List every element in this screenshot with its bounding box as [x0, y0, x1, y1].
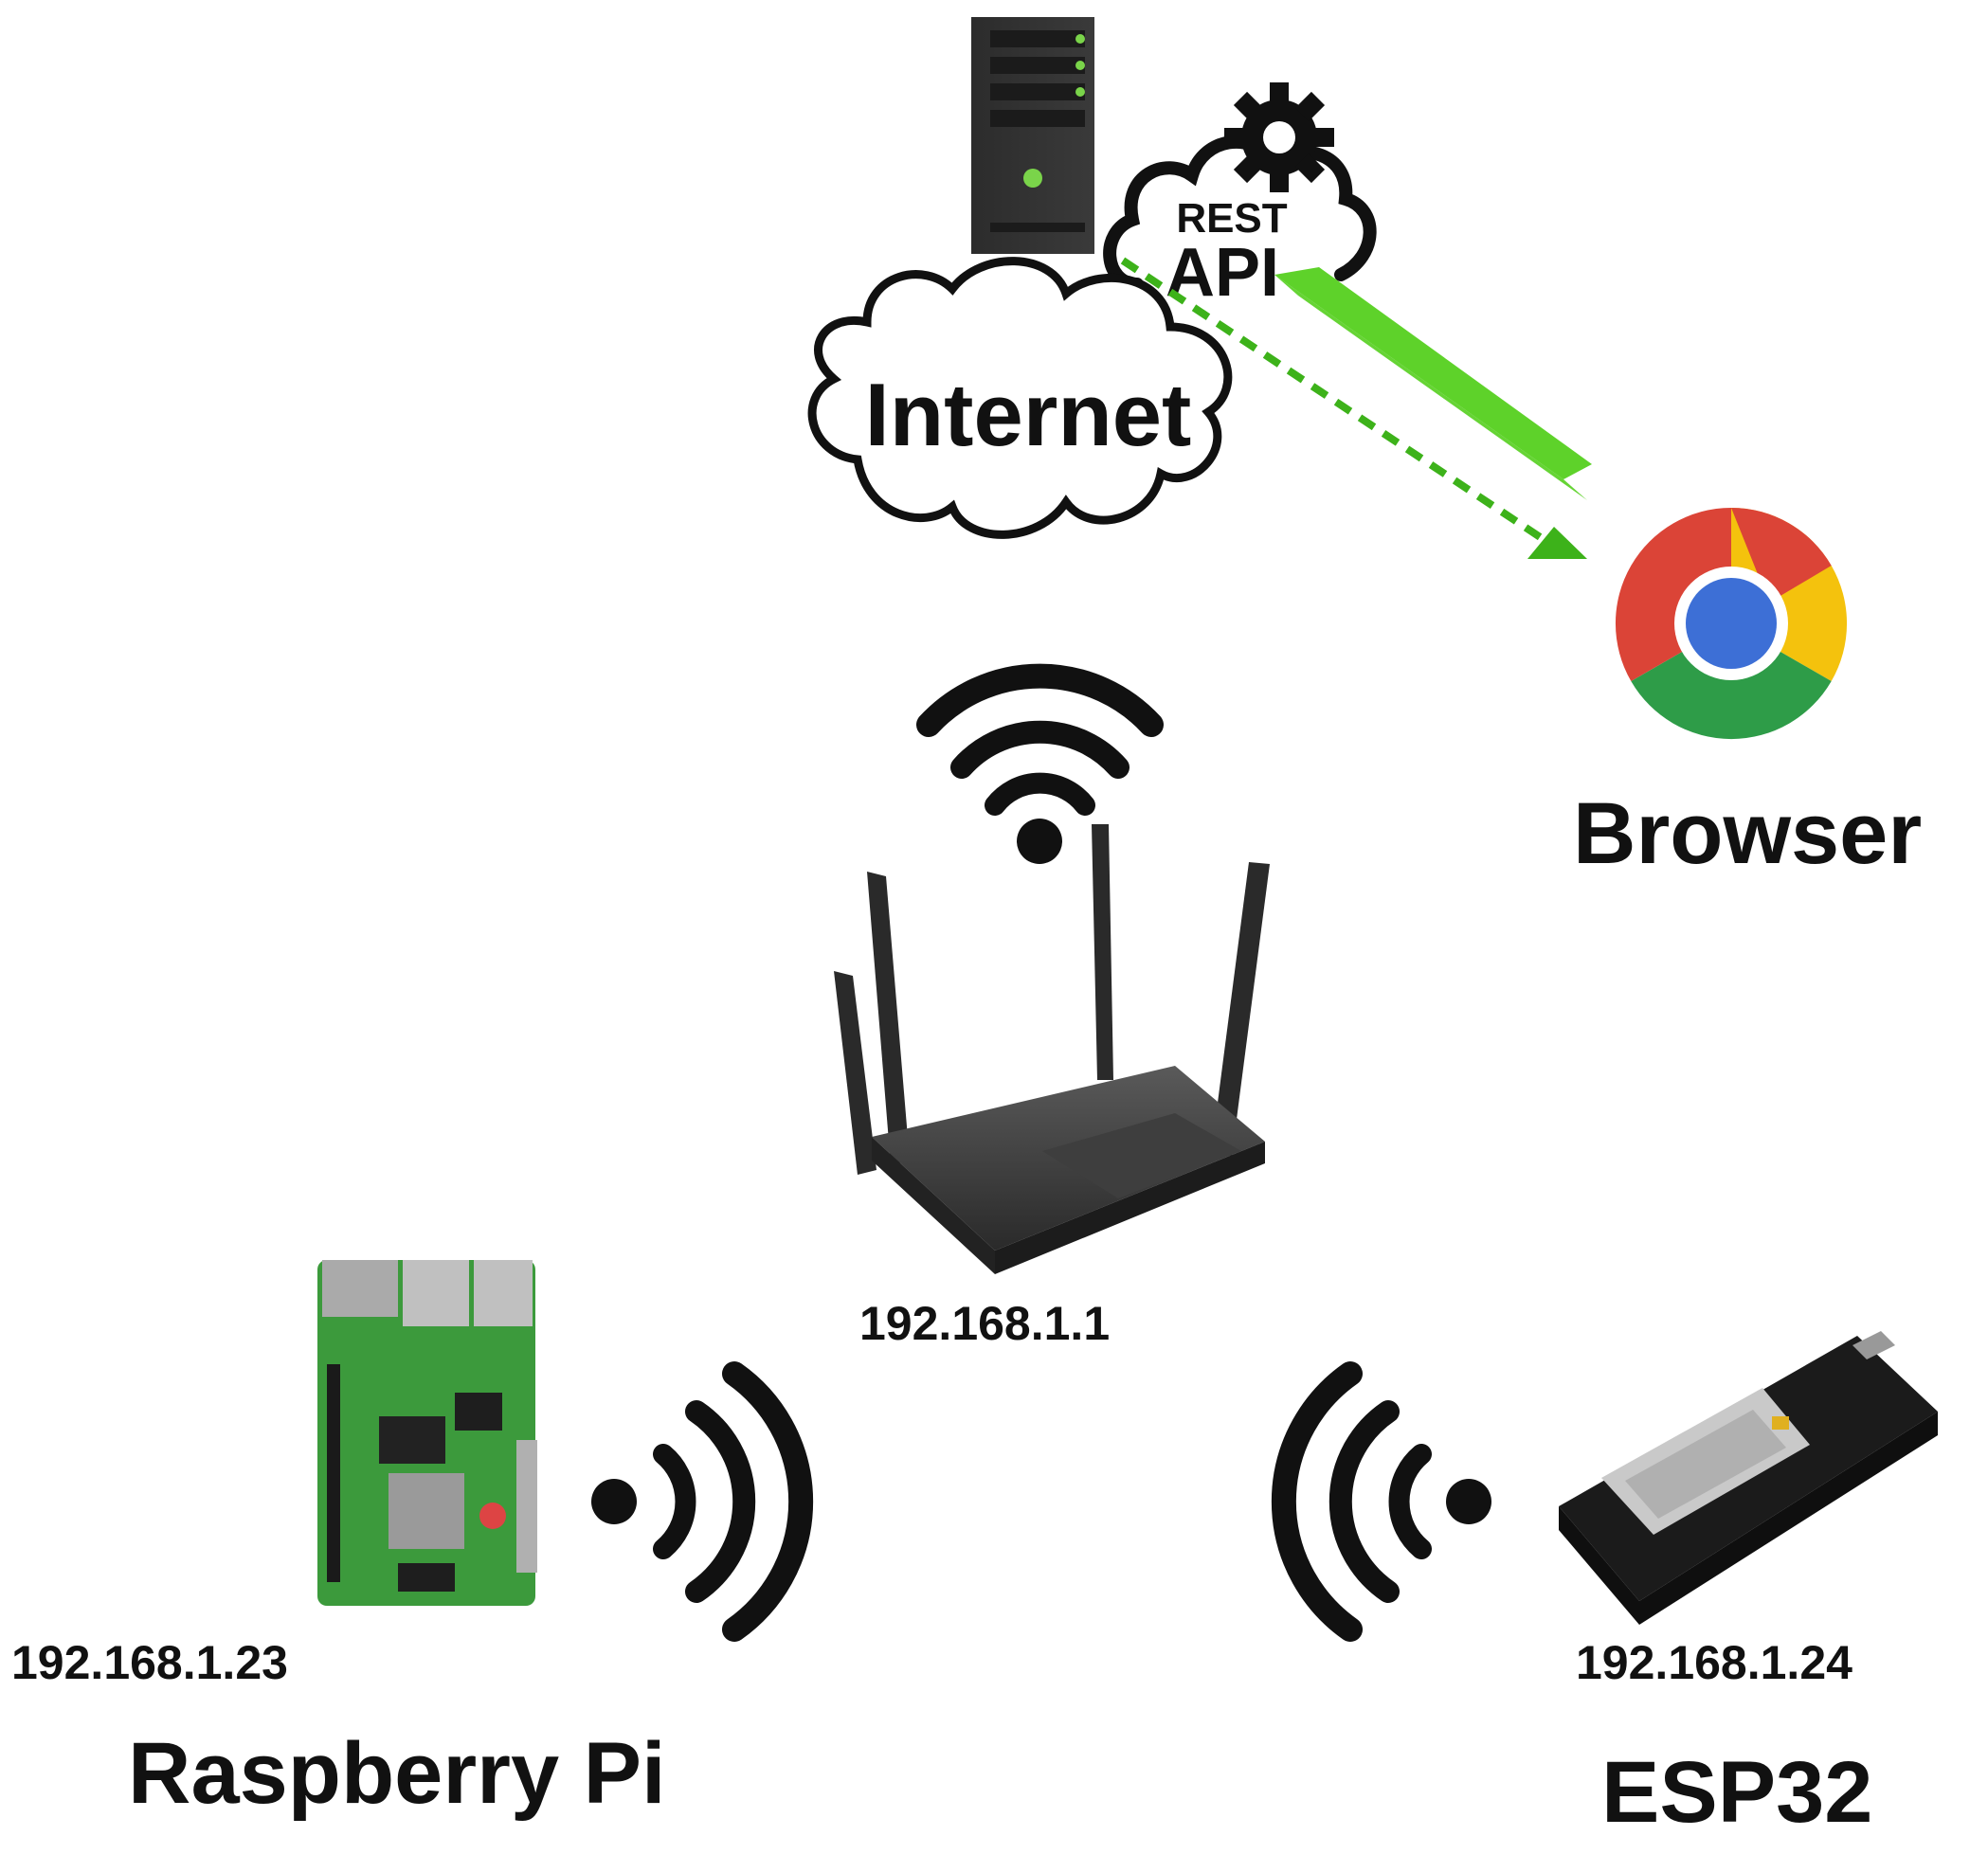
chrome-icon[interactable]	[1615, 508, 1848, 740]
gear-icon	[1224, 82, 1334, 192]
rpi-ip-label: 192.168.1.23	[11, 1636, 288, 1689]
wifi-icon	[916, 663, 1164, 864]
raspberry-pi-board-icon	[317, 1260, 537, 1606]
server-icon	[971, 17, 1094, 254]
rest-label: REST	[1176, 195, 1287, 242]
router-icon	[834, 824, 1270, 1274]
router-ip-label: 192.168.1.1	[859, 1297, 1111, 1350]
browser-name-label: Browser	[1573, 785, 1923, 882]
esp32-name-label: ESP32	[1601, 1744, 1873, 1841]
esp32-board-icon	[1559, 1331, 1938, 1625]
esp32-wifi-icon	[1271, 1361, 1491, 1642]
rpi-wifi-icon	[591, 1361, 814, 1642]
esp32-ip-label: 192.168.1.24	[1576, 1636, 1852, 1689]
internet-cloud-icon: Internet	[807, 257, 1233, 539]
rpi-name-label: Raspberry Pi	[128, 1725, 666, 1822]
internet-label: Internet	[865, 365, 1192, 464]
